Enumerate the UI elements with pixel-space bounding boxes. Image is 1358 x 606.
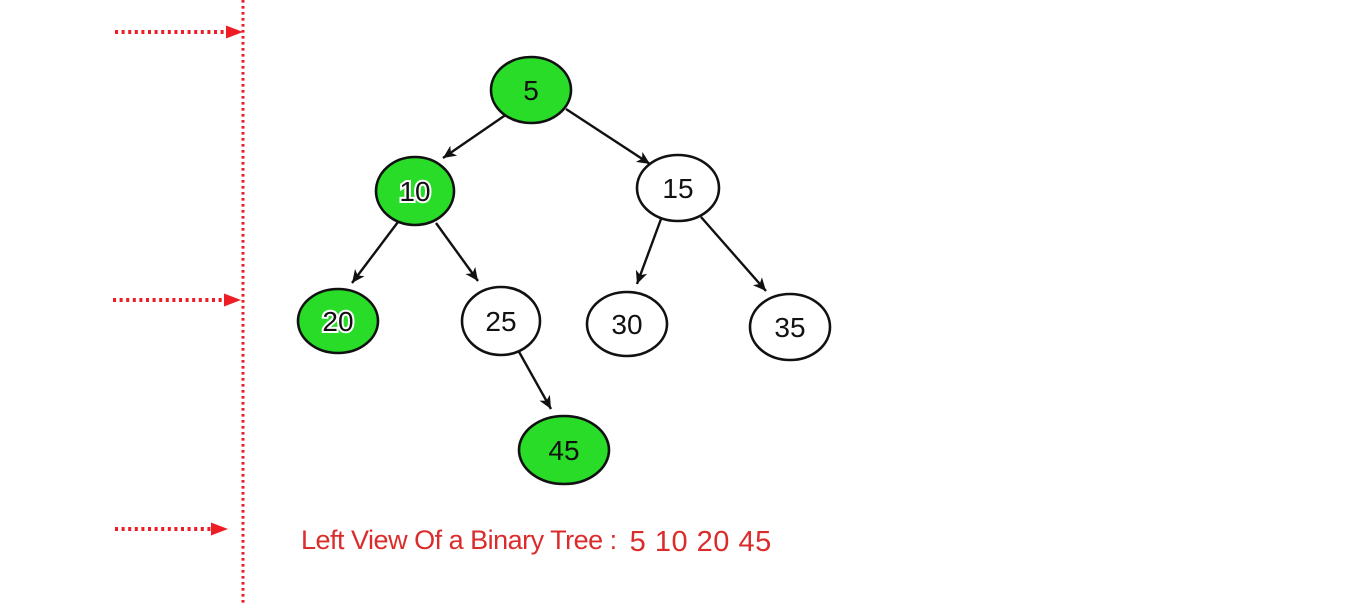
node-ellipse-5 [489, 55, 573, 125]
node-ellipse-35 [748, 292, 832, 362]
level-pointer-arrow-2 [113, 293, 241, 307]
dotted-arrow-head [224, 293, 241, 307]
node-value-10: 10 [399, 176, 430, 207]
dotted-arrow-head [211, 522, 228, 536]
node-value-45: 45 [548, 435, 579, 466]
level-pointer-arrow-1 [115, 25, 243, 39]
tree-node-10: 10 [374, 155, 456, 227]
tree-node-15: 15 [635, 153, 721, 223]
tree-node-35: 35 [748, 292, 832, 362]
node-ellipse-25 [460, 285, 542, 357]
level-pointer-arrows [113, 25, 243, 536]
node-value-20: 20 [322, 306, 353, 337]
tree-node-5: 5 [489, 55, 573, 125]
edge-10-20 [351, 221, 399, 284]
edge-15-35 [700, 216, 767, 292]
node-value-15: 15 [662, 173, 693, 204]
edge-5-10 [442, 113, 508, 159]
tree-edges [351, 107, 767, 410]
caption-label: Left View Of a Binary Tree : [301, 525, 617, 555]
tree-node-30: 30 [585, 290, 669, 358]
node-value-30: 30 [611, 309, 642, 340]
node-value-35: 35 [774, 312, 805, 343]
edge-25-45 [516, 349, 553, 410]
edge-5-15 [565, 107, 651, 166]
node-ellipse-15 [635, 153, 721, 223]
edge-10-25 [435, 222, 479, 282]
level-pointer-arrow-3 [115, 522, 228, 536]
node-ellipse-10 [374, 155, 456, 227]
node-ellipse-20 [296, 287, 380, 355]
tree-nodes: 5 10 15 20 25 30 35 45 [296, 55, 832, 486]
tree-node-25: 25 [460, 285, 542, 357]
tree-node-45: 45 [517, 414, 611, 486]
dotted-arrow-head [226, 25, 243, 39]
node-value-5: 5 [523, 75, 539, 106]
node-value-25: 25 [485, 306, 516, 337]
caption-left-view-values: 5 10 20 45 [629, 526, 772, 558]
edge-15-30 [635, 218, 663, 285]
node-ellipse-30 [585, 290, 669, 358]
caption: Left View Of a Binary Tree : 5 10 20 45 [301, 524, 772, 558]
tree-node-20: 20 [296, 287, 380, 355]
node-ellipse-45 [517, 414, 611, 486]
